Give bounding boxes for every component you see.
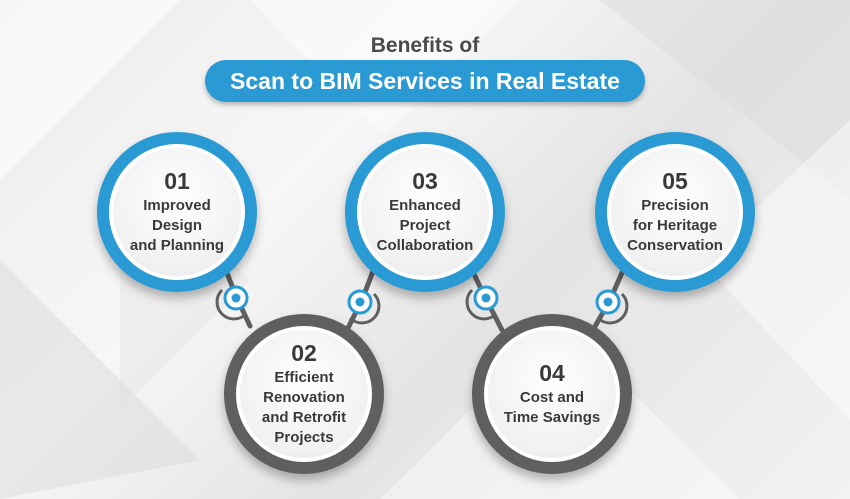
- subtitle-text: Scan to BIM Services in Real Estate: [230, 67, 620, 94]
- benefit-circle-02: 02 Efficient Renovation and Retrofit Pro…: [224, 314, 384, 474]
- page-title: Benefits of: [370, 34, 480, 57]
- connector-nodes: [215, 285, 629, 325]
- benefit-number: 04: [539, 360, 565, 386]
- benefit-circle-04: 04 Cost and Time Savings: [472, 314, 632, 474]
- benefit-number: 01: [164, 168, 190, 194]
- benefit-label: Improved Design and Planning: [129, 197, 225, 254]
- benefit-label: Efficient Renovation and Retrofit Projec…: [261, 369, 347, 446]
- benefit-label: Precision for Heritage Conservation: [627, 197, 723, 254]
- connector-node-2: [347, 289, 381, 325]
- connector-node-3: [465, 285, 499, 321]
- connector-node-1: [215, 285, 249, 321]
- benefit-number: 05: [662, 168, 688, 194]
- benefit-circle-03: 03 Enhanced Project Collaboration: [345, 132, 505, 292]
- benefit-label: Enhanced Project Collaboration: [376, 197, 474, 254]
- connector-node-4: [595, 289, 629, 325]
- benefit-number: 03: [412, 168, 438, 194]
- benefit-circle-05: 05 Precision for Heritage Conservation: [595, 132, 755, 292]
- benefit-label: Cost and Time Savings: [503, 389, 601, 426]
- benefit-circle-01: 01 Improved Design and Planning: [97, 132, 257, 292]
- benefit-number: 02: [291, 340, 317, 366]
- subtitle-banner: Scan to BIM Services in Real Estate: [205, 60, 645, 102]
